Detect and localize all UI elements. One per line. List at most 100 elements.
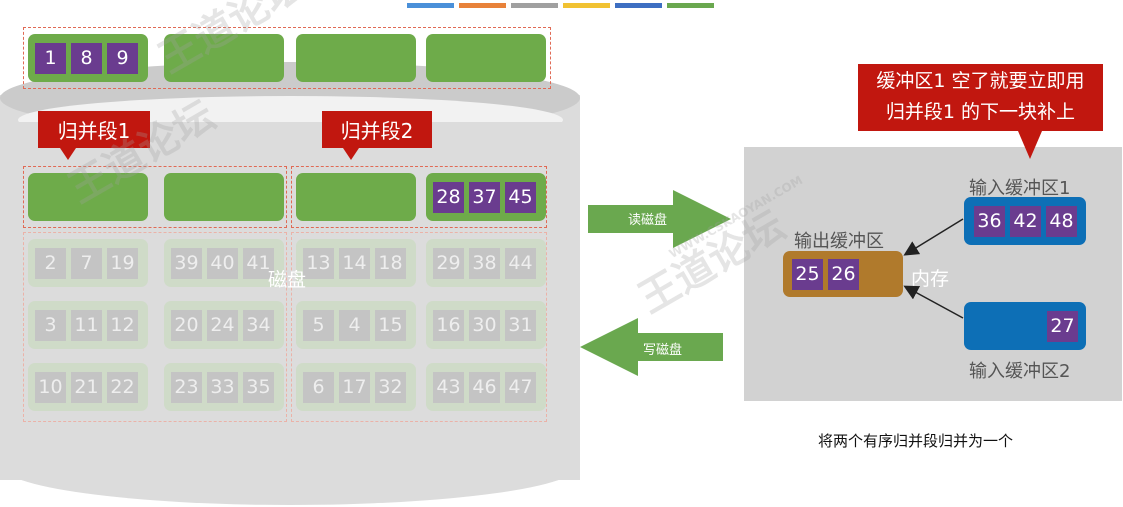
record-cell: 2 (35, 247, 66, 279)
color-strip-segment (563, 3, 610, 8)
record-cell: 48 (1046, 205, 1077, 237)
merge-arrows (903, 218, 964, 319)
record-cell: 13 (303, 247, 334, 279)
record-cell: 12 (107, 309, 138, 341)
run2-outline (291, 166, 547, 228)
record-cell: 31 (505, 309, 536, 341)
record-cell: 37 (469, 181, 500, 213)
record-cell: 32 (375, 371, 406, 403)
record-cell: 15 (375, 309, 406, 341)
run-block (164, 173, 284, 221)
record-cell: 16 (433, 309, 464, 341)
record-cell: 6 (303, 371, 334, 403)
record-cell: 36 (974, 205, 1005, 237)
run2-faded-outline (291, 232, 547, 422)
record-cell: 23 (171, 371, 202, 403)
record-cell: 30 (469, 309, 500, 341)
callout-box: 缓冲区1 空了就要立即用 归并段1 的下一块补上 (858, 64, 1103, 131)
record-cell: 27 (1047, 310, 1078, 342)
run1-label-pointer (60, 148, 76, 160)
run2-label-pointer (343, 148, 359, 160)
memory-label: 内存 (911, 268, 950, 290)
input-run-block (296, 34, 416, 82)
record-cell: 18 (375, 247, 406, 279)
record-cell: 25 (792, 258, 823, 290)
record-cell: 34 (243, 309, 274, 341)
record-cell: 45 (505, 181, 536, 213)
color-strip-segment (667, 3, 714, 8)
record-cell: 14 (339, 247, 370, 279)
record-cell: 28 (433, 181, 464, 213)
input-run-block (164, 34, 284, 82)
run2-label: 归并段2 (322, 111, 432, 148)
callout-line-1: 缓冲区1 空了就要立即用 (876, 70, 1085, 92)
record-cell: 17 (339, 371, 370, 403)
record-cell: 3 (35, 309, 66, 341)
write-disk-label: 写磁盘 (643, 343, 683, 358)
record-cell: 24 (207, 309, 238, 341)
run1-label: 归并段1 (38, 111, 150, 148)
read-disk-label: 读磁盘 (628, 213, 668, 228)
record-cell: 4 (339, 309, 370, 341)
color-strip-segment (615, 3, 662, 8)
record-cell: 5 (303, 309, 334, 341)
record-cell: 41 (243, 247, 274, 279)
record-cell: 35 (243, 371, 274, 403)
record-cell: 38 (469, 247, 500, 279)
read-disk-arrow (588, 190, 731, 248)
record-cell: 7 (71, 247, 102, 279)
run1-faded-outline (23, 232, 287, 422)
record-cell: 42 (1010, 205, 1041, 237)
record-cell: 44 (505, 247, 536, 279)
run1-outline (23, 166, 287, 228)
record-cell: 11 (71, 309, 102, 341)
record-cell: 47 (505, 371, 536, 403)
record-cell: 46 (469, 371, 500, 403)
callout-pointer (1018, 131, 1042, 159)
record-cell: 40 (207, 247, 238, 279)
color-strip-segment (459, 3, 506, 8)
record-cell: 22 (107, 371, 138, 403)
record-cell: 26 (828, 258, 859, 290)
caption: 将两个有序归并段归并为一个 (818, 432, 1014, 450)
record-cell: 33 (207, 371, 238, 403)
record-cell: 19 (107, 247, 138, 279)
run-block (296, 173, 416, 221)
run-block (28, 173, 148, 221)
record-cell: 1 (35, 42, 66, 74)
color-strip-segment (511, 3, 558, 8)
input-buffer-2-label: 输入缓冲区2 (969, 361, 1071, 382)
record-cell: 39 (171, 247, 202, 279)
output-buffer-label: 输出缓冲区 (794, 231, 884, 252)
color-strip-segment (407, 3, 454, 8)
record-cell: 10 (35, 371, 66, 403)
record-cell: 29 (433, 247, 464, 279)
write-disk-arrow (580, 318, 723, 376)
record-cell: 43 (433, 371, 464, 403)
record-cell: 20 (171, 309, 202, 341)
input-run-block (426, 34, 546, 82)
disk-label: 磁盘 (268, 269, 307, 291)
callout-line-2: 归并段1 的下一块补上 (885, 101, 1076, 123)
input-buffer-2: 27 (964, 302, 1086, 350)
input-run-outline (23, 27, 551, 89)
input-buffer-1-label: 输入缓冲区1 (969, 178, 1071, 199)
record-cell: 21 (71, 371, 102, 403)
record-cell: 9 (107, 42, 138, 74)
